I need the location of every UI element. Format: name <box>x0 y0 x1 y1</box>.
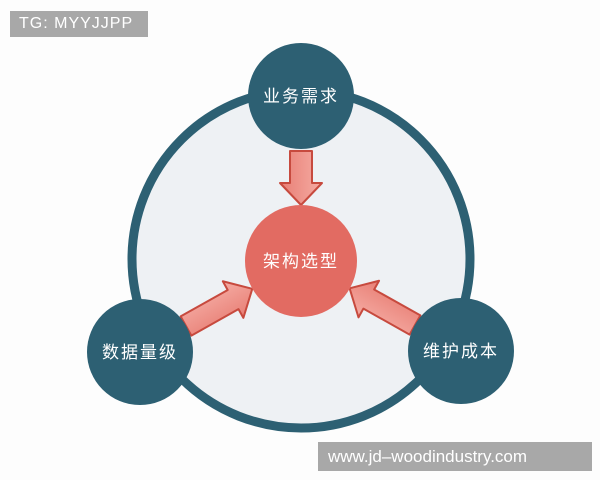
node-architecture-selection <box>245 205 357 317</box>
arrow-from-bottom-left <box>179 280 254 337</box>
watermark-top-left: TG: MYYJJPP <box>10 11 148 37</box>
arrow-from-top <box>279 150 323 206</box>
node-business-requirements-label: 业务需求 <box>263 87 339 106</box>
node-maintenance-cost <box>408 298 514 404</box>
node-data-volume <box>87 299 193 405</box>
arrow-from-bottom-left-shape <box>179 280 254 337</box>
arrow-from-bottom-right <box>348 279 422 336</box>
node-maintenance-cost-label: 维护成本 <box>423 342 499 361</box>
node-business-requirements <box>248 43 354 149</box>
watermark-top-left-text: TG: MYYJJPP <box>19 15 134 32</box>
watermark-bottom-right-text: www.jd–woodindustry.com <box>328 446 528 466</box>
watermark-bottom-right: www.jd–woodindustry.com <box>318 442 592 471</box>
node-data-volume-label: 数据量级 <box>102 343 178 362</box>
node-architecture-selection-label: 架构选型 <box>263 252 339 271</box>
arrow-from-bottom-right-shape <box>348 279 422 336</box>
arrow-from-top-shape <box>279 150 323 206</box>
